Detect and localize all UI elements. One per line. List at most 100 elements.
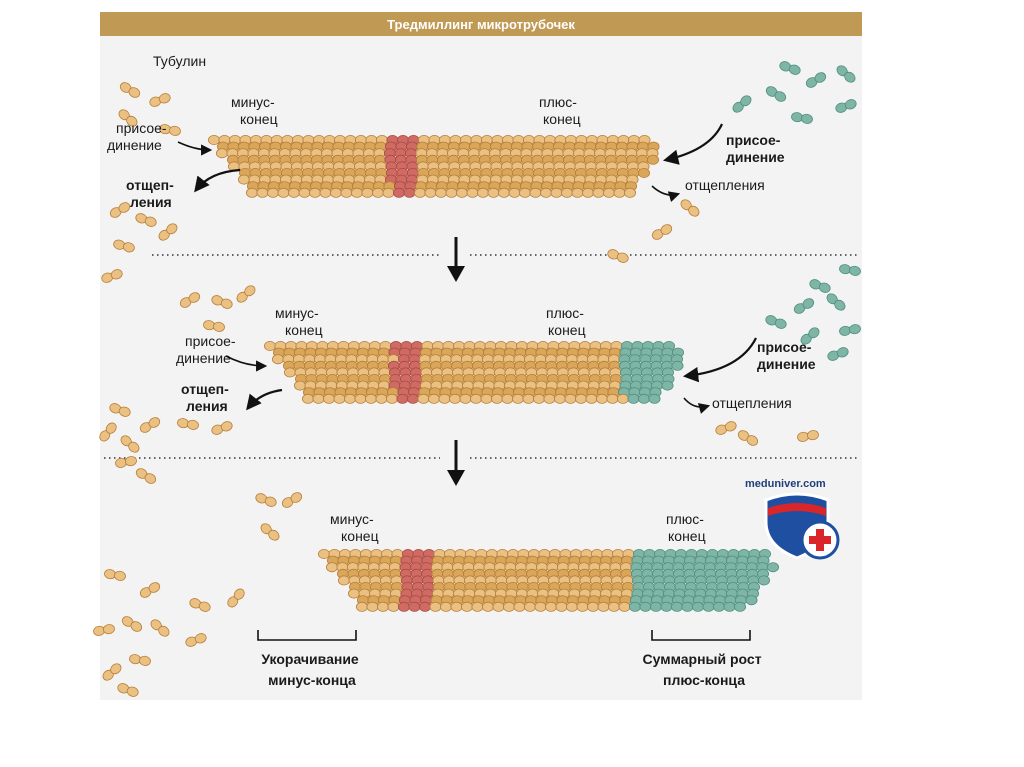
tubulin-subunit [565, 394, 576, 403]
tubulin-subunit [491, 394, 502, 403]
tubulin-subunit [362, 188, 373, 197]
tubulin-subunit [267, 188, 278, 197]
tubulin-subunit [575, 394, 586, 403]
tubulin-subunit [355, 394, 366, 403]
tubulin-subunit [671, 602, 682, 611]
tubulin-subunit [724, 602, 735, 611]
right-removal-label: отщепления [712, 395, 792, 411]
tubulin-subunit [488, 188, 499, 197]
tubulin-subunit [419, 602, 430, 611]
tubulin-subunit [440, 602, 451, 611]
tubulin-subunit [338, 576, 349, 585]
tubulin-subunit [619, 602, 630, 611]
tubulin-subunit [614, 188, 625, 197]
tubulin-subunit [607, 394, 618, 403]
tubulin-subunit [647, 155, 658, 164]
tubulin-subunit [460, 394, 471, 403]
tubulin-subunit [386, 394, 397, 403]
tubulin-subunit [414, 188, 425, 197]
tubulin-subunit [617, 394, 628, 403]
tubulin-subunit [294, 381, 305, 390]
tubulin-subunit [418, 394, 429, 403]
tubulin-subunit [470, 394, 481, 403]
tubulin-subunit [661, 602, 672, 611]
tubulin-subunit [593, 188, 604, 197]
tubulin-subunit [439, 394, 450, 403]
plus-end-label: плюс- конец [539, 94, 581, 127]
tubulin-subunit [758, 576, 769, 585]
tubulin-subunit [713, 602, 724, 611]
tubulin-subunit [524, 602, 535, 611]
tubulin-subunit [556, 602, 567, 611]
tubulin-subunit [388, 602, 399, 611]
tubulin-subunit [703, 602, 714, 611]
right-addition-label: присое- динение [757, 339, 816, 372]
tubulin-subunit [533, 394, 544, 403]
tubulin-subunit [313, 394, 324, 403]
tubulin-subunit [498, 188, 509, 197]
tubulin-subunit [509, 188, 520, 197]
tubulin-subunit [603, 188, 614, 197]
tubulin-subunit [481, 394, 492, 403]
tubulin-subunit [682, 602, 693, 611]
tubulin-subunit [330, 188, 341, 197]
tubulin-subunit [767, 563, 778, 572]
tubulin-subunit [208, 135, 219, 144]
tubulin-subunit [503, 602, 514, 611]
tubulin-subunit [430, 602, 441, 611]
tubulin-subunit [624, 188, 635, 197]
tubulin-subunit [530, 188, 541, 197]
tubulin-subunit [477, 188, 488, 197]
tubulin-subunit [397, 394, 408, 403]
microtubule-stage-1 [208, 135, 659, 197]
tubulin-subunit [638, 168, 649, 177]
tubulin-subunit [246, 188, 257, 197]
tubulin-subunit [309, 188, 320, 197]
tubulin-subunit [341, 188, 352, 197]
tubulin-subunit [540, 188, 551, 197]
tubulin-subunit [302, 394, 313, 403]
left-addition-label: присое- динение [176, 333, 239, 366]
tubulin-subunit [544, 394, 555, 403]
right-addition-label: присое- динение [726, 132, 785, 165]
tubulin-subunit [582, 188, 593, 197]
tubulin-subunit [598, 602, 609, 611]
tubulin-subunit [472, 602, 483, 611]
right-removal-label: отщепления [685, 177, 765, 193]
tubulin-subunit [577, 602, 588, 611]
tubulin-subunit [493, 602, 504, 611]
tubulin-subunit [608, 602, 619, 611]
tubulin-subunit [640, 602, 651, 611]
tubulin-subunit [461, 602, 472, 611]
tubulin-subunit [446, 188, 457, 197]
tubulin-subunit [365, 394, 376, 403]
tubulin-subunit [638, 394, 649, 403]
tubulin-subunit [372, 188, 383, 197]
tubulin-subunit [535, 602, 546, 611]
tubulin-subunit [519, 188, 530, 197]
tubulin-subunit [572, 188, 583, 197]
tubulin-subunit [672, 361, 683, 370]
tubulin-subunit [334, 394, 345, 403]
tubulin-subunit [377, 602, 388, 611]
tubulin-subunit [257, 188, 268, 197]
tubulin-subunit [629, 602, 640, 611]
tubulin-subunit [326, 563, 337, 572]
tubulin-subunit [502, 394, 513, 403]
tubulin-subunit [596, 394, 607, 403]
tubulin-subunit [278, 188, 289, 197]
tubulin-subunit [554, 394, 565, 403]
tubulin-subunit [449, 394, 460, 403]
tubulin-subunit [323, 394, 334, 403]
tubulin-subunit [407, 394, 418, 403]
tubulin-label: Тубулин [153, 53, 206, 69]
tubulin-subunit [238, 175, 249, 184]
tubulin-subunit [692, 602, 703, 611]
tubulin-subunit [746, 596, 757, 605]
tubulin-subunit [523, 394, 534, 403]
tubulin-subunit [320, 188, 331, 197]
tubulin-subunit [318, 549, 329, 558]
tubulin-subunit [376, 394, 387, 403]
tubulin-subunit [428, 394, 439, 403]
